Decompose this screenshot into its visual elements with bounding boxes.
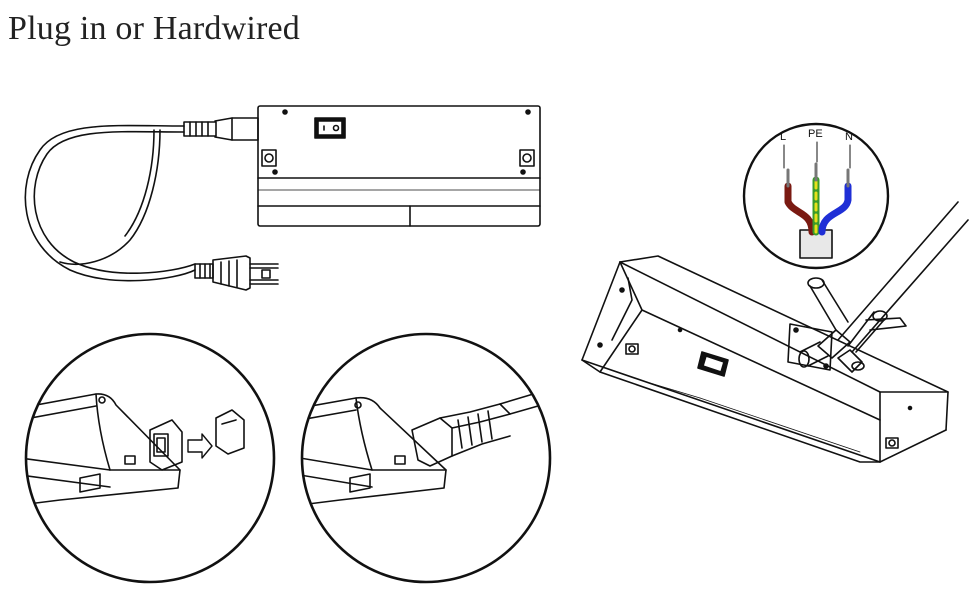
conduit-connector [798, 201, 969, 373]
detail-remove-cover [24, 332, 276, 584]
light-bar-iso-view [581, 255, 949, 463]
wire-label-earth: PE [808, 128, 823, 140]
rocker-switch-icon [314, 117, 346, 139]
wire-label-neutral: N [845, 131, 853, 143]
wiring-detail [742, 122, 890, 270]
light-bar-front-view [257, 105, 541, 227]
page-title: Plug in or Hardwired [8, 10, 301, 47]
wire-label-live: L [780, 131, 786, 143]
power-cord [24, 117, 279, 291]
detail-plug-in-cord [300, 332, 552, 584]
